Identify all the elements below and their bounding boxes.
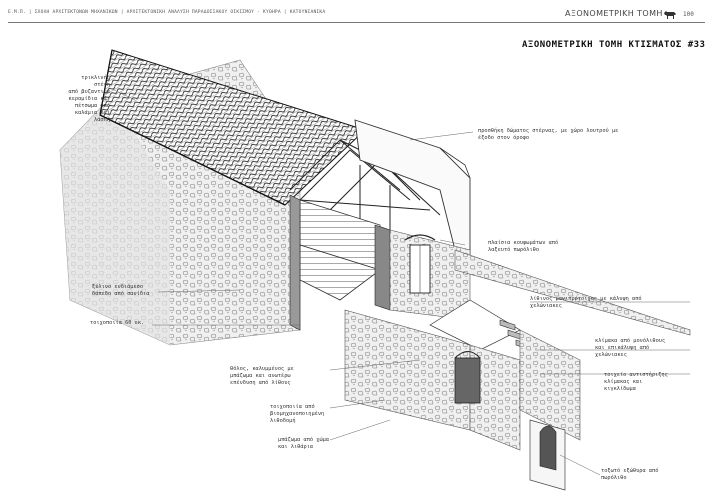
retaining-wall [519,329,581,441]
interior-section [289,194,391,331]
annotation-vault: θόλος, καλυμμένος με μπάζωμα και ανωτέρω… [230,366,294,386]
annotation-roof: τρικλινής στέγη από βυζαντινά κεραμίδια … [68,75,110,123]
annotation-fill: μπάζωμα από χώμα και λιθάρια [278,437,330,450]
lower-level [344,299,521,451]
annotation-masonry: τοιχοποιία από βιομηχανοποιημένη λιθοδομ… [270,404,325,424]
annotation-stair: κλίμακα από μονόλιθους και επικάλυψη από… [595,338,666,358]
annotation-addition: προσθήκη δώματος στέρνας, με χώρο λουτρο… [478,128,619,141]
arched-doorway [529,419,566,491]
header-title: ΑΞΟΝΟΜΕΤΡΙΚΗ ΤΟΜΗ [565,9,663,18]
donkey-icon [664,11,676,19]
annotation-lintels: πλαίσια κουφωμάτων από λαξευτό πωρόλιθο [488,240,559,253]
annotation-wood-floor: ξύλινο ενδιάμεσο δάπεδο από σανίδια [92,284,150,297]
annotation-wall-thickness: τοιχοποιία 60 εκ. [90,320,145,326]
sheet-title: ΑΞΟΝΟΜΕΤΡΙΚΗ ΤΟΜΗ ΚΤΙΣΜΑΤΟΣ #33 [522,40,706,50]
roof [99,49,366,206]
right-facade [389,229,471,321]
annotation-stone-slabs: λίθινος μανιπρότοιχος με κάλυψη από χελώ… [530,296,642,309]
annotation-retaining: τοιχείο αντιστήριξης κλίμακας και κιγκλί… [604,372,668,392]
header-left-text: Ε.Μ.Π. | ΣΧΟΛΗ ΑΡΧΙΤΕΚΤΟΝΩΝ ΜΗΧΑΝΙΚΩΝ | … [8,10,326,15]
terrace-wall [454,249,691,336]
annotation-arch: τοξωτό εξώθυρα από πωρόλιθο [601,468,659,481]
header-rule [8,22,705,23]
page-number: 100 [683,11,694,18]
leader-lines [109,87,690,476]
